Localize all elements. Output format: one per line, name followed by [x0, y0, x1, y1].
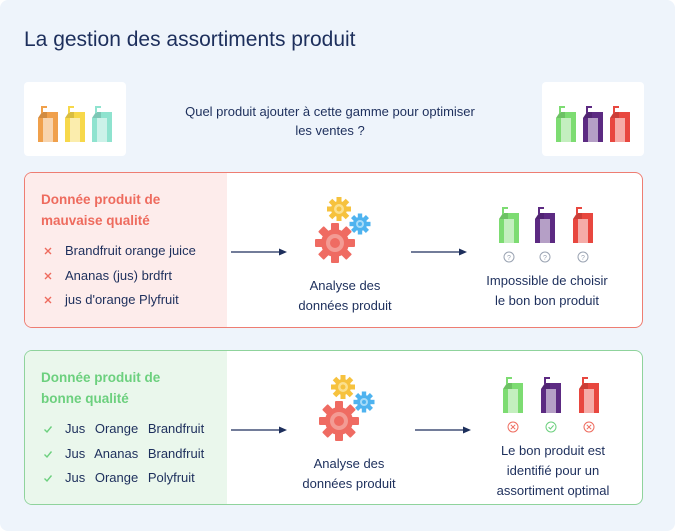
red-carton-icon: [573, 207, 593, 243]
green-carton-icon: [556, 106, 576, 142]
bad-result-cartons: ? ? ?: [499, 207, 593, 263]
bad-result-label: Impossible de choisir le bon bon produit: [452, 271, 642, 311]
gears-icon: [315, 197, 371, 263]
bad-process-line-2: données produit: [298, 298, 392, 313]
arrow-icon: [415, 426, 471, 434]
question-line-1: Quel produit ajouter à cette gamme pour …: [185, 104, 475, 119]
good-process-label: Analyse des données produit: [279, 454, 419, 494]
cross-icon: [44, 247, 52, 255]
bad-heading-line-2: mauvaise qualité: [41, 213, 150, 228]
good-product-name: Jus Ananas Brandfruit: [65, 445, 205, 461]
purple-carton-icon: [583, 106, 603, 142]
question-icon: ?: [577, 251, 589, 263]
orange-carton-icon: [38, 106, 58, 142]
bad-quality-panel: Donnée produit de mauvaise qualité Brand…: [24, 172, 643, 328]
teal-carton-icon: [92, 106, 112, 142]
cross-icon: [583, 421, 595, 433]
good-product-name: Jus Orange Polyfruit: [65, 470, 195, 485]
yellow-carton-icon: [65, 106, 85, 142]
svg-text:?: ?: [507, 255, 511, 262]
good-quality-left: Donnée produit de bonne qualité Jus Oran…: [25, 351, 227, 504]
green-carton-icon: [503, 377, 523, 413]
svg-text:?: ?: [543, 255, 547, 262]
current-range-card: [24, 82, 126, 156]
bad-result-line-1: Impossible de choisir: [486, 273, 608, 288]
question-icon: ?: [539, 251, 551, 263]
bad-quality-heading: Donnée produit de mauvaise qualité: [41, 189, 221, 231]
svg-text:?: ?: [581, 255, 585, 262]
good-quality-heading: Donnée produit de bonne qualité: [41, 367, 221, 409]
question-text: Quel produit ajouter à cette gamme pour …: [160, 102, 500, 140]
good-heading-line-1: Donnée produit de: [41, 370, 161, 385]
purple-carton-icon: [541, 377, 561, 413]
bad-product-name: Ananas (jus) brdfrt: [65, 267, 172, 283]
candidate-products-card: [542, 82, 644, 156]
good-heading-line-2: bonne qualité: [41, 391, 129, 406]
gears-icon: [319, 375, 375, 441]
arrow-icon: [231, 426, 287, 434]
bad-process-label: Analyse des données produit: [275, 276, 415, 316]
bad-product-name: Brandfruit orange juice: [65, 243, 196, 258]
good-process-line-2: données produit: [302, 476, 396, 491]
current-range-cartons: [38, 106, 112, 142]
check-icon: [44, 475, 53, 483]
red-carton-icon: [610, 106, 630, 142]
page-title: La gestion des assortiments produit: [24, 28, 356, 51]
good-result-cartons: [503, 377, 599, 433]
check-icon: [44, 450, 53, 458]
bad-product-name: jus d'orange Plyfruit: [65, 292, 179, 307]
arrow-icon: [411, 248, 467, 256]
cross-icon: [44, 272, 52, 279]
cross-icon: [507, 421, 519, 433]
question-line-2: les ventes ?: [295, 123, 365, 138]
green-carton-icon: [499, 207, 519, 243]
bad-result-line-2: le bon bon produit: [494, 293, 600, 308]
bad-quality-left: Donnée produit de mauvaise qualité Brand…: [25, 173, 227, 327]
good-result-label: Le bon produit est identifié pour un ass…: [458, 441, 642, 501]
cross-icon: [44, 296, 52, 304]
candidate-cartons: [556, 106, 630, 142]
good-result-line-3: assortiment optimal: [496, 483, 610, 498]
good-result-line-2: identifié pour un: [506, 463, 600, 478]
good-process-line-1: Analyse des: [313, 456, 385, 471]
good-quality-panel: Donnée produit de bonne qualité Jus Oran…: [24, 350, 643, 505]
red-carton-icon: [579, 377, 599, 413]
purple-carton-icon: [535, 207, 555, 243]
check-icon: [545, 421, 557, 433]
good-result-line-1: Le bon produit est: [500, 443, 606, 458]
check-icon: [44, 426, 53, 434]
bad-heading-line-1: Donnée produit de: [41, 192, 161, 207]
arrow-icon: [231, 248, 287, 256]
bad-process-line-1: Analyse des: [309, 278, 381, 293]
good-product-name: Jus Orange Brandfruit: [65, 421, 205, 436]
question-icon: ?: [503, 251, 515, 263]
